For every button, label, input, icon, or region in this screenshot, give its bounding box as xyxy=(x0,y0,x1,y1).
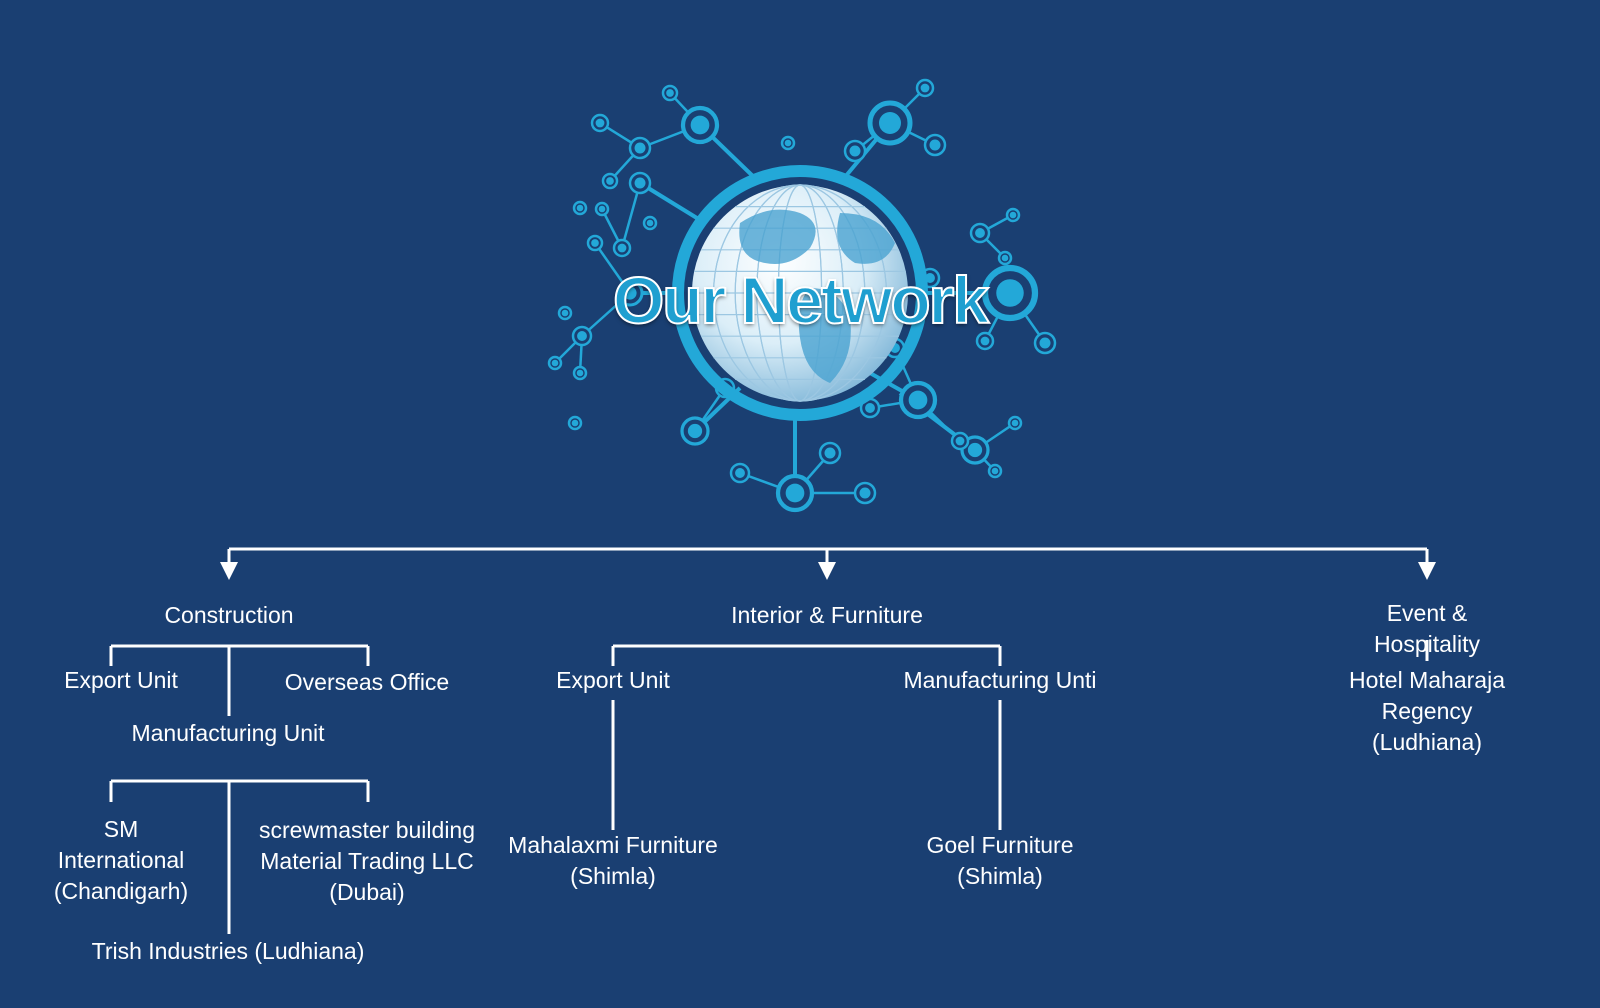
globe-continent xyxy=(837,213,895,264)
network-node-core xyxy=(849,145,861,157)
network-node-core xyxy=(646,219,654,227)
interior-manufacturing-unit: Manufacturing Unti xyxy=(903,667,1097,693)
network-node-core xyxy=(606,177,614,185)
network-node-core xyxy=(1001,254,1009,262)
network-node-core xyxy=(617,243,627,253)
network-node-core xyxy=(1011,419,1019,427)
construction-manufacturing-unit: Manufacturing Unit xyxy=(131,720,325,746)
entity-trish-industries: Trish Industries (Ludhiana) xyxy=(91,938,365,964)
network-node-core xyxy=(879,112,901,134)
globe-continent xyxy=(739,209,816,264)
entity-hotel-maharaja: Hotel Maharaja Regency (Ludhiana) xyxy=(1349,667,1505,755)
network-node-core xyxy=(690,115,710,135)
network-node-core xyxy=(551,359,559,367)
network-node-core xyxy=(561,309,569,317)
globe-continent xyxy=(798,288,851,383)
network-node-core xyxy=(595,118,605,128)
network-node-core xyxy=(785,483,805,503)
globe-meridian xyxy=(712,184,887,402)
network-node-core xyxy=(955,436,965,446)
division-interior-furniture: Interior & Furniture xyxy=(731,602,923,628)
division-event-hospitality: Event & Hospitality xyxy=(1373,600,1481,657)
arrow-head xyxy=(1418,562,1436,580)
globe-ring xyxy=(672,165,928,421)
network-node-core xyxy=(920,83,930,93)
network-node-core xyxy=(687,423,703,439)
arrow-head xyxy=(220,562,238,580)
network-node-core xyxy=(571,419,579,427)
globe-network-icon xyxy=(547,78,1057,513)
entity-goel-furniture: Goel Furniture (Shimla) xyxy=(926,832,1074,889)
network-node-core xyxy=(980,336,990,346)
network-node-core xyxy=(1039,337,1051,349)
arrow-head xyxy=(818,562,836,580)
network-node-core xyxy=(591,239,599,247)
entity-screwmaster: screwmaster building Material Trading LL… xyxy=(258,817,476,905)
network-node-core xyxy=(967,442,983,458)
construction-export-unit: Export Unit xyxy=(64,667,178,693)
entity-mahalaxmi-furniture: Mahalaxmi Furniture (Shimla) xyxy=(508,832,718,889)
network-node-core xyxy=(576,369,584,377)
network-node-core xyxy=(623,286,637,300)
network-node-core xyxy=(991,467,999,475)
network-node-core xyxy=(576,204,584,212)
network-node-core xyxy=(929,139,941,151)
network-node-core xyxy=(975,228,985,238)
network-node-core xyxy=(824,447,836,459)
network-node-core xyxy=(1009,211,1017,219)
entity-sm-international: SM International (Chandigarh) xyxy=(53,816,189,904)
division-construction: Construction xyxy=(164,602,294,628)
diagram-title: Our Network xyxy=(612,262,990,338)
network-node-core xyxy=(865,403,875,413)
network-node-core xyxy=(735,468,745,478)
network-node-core xyxy=(908,390,928,410)
network-node-core xyxy=(996,279,1024,307)
network-node-core xyxy=(859,487,871,499)
network-node-core xyxy=(925,273,935,283)
network-node-core xyxy=(634,177,646,189)
connector-lines xyxy=(109,547,1436,934)
network-node-core xyxy=(634,142,646,154)
network-node-core xyxy=(598,205,606,213)
network-link xyxy=(638,181,707,225)
network-node-core xyxy=(577,331,587,341)
network-node-core xyxy=(784,139,792,147)
interior-export-unit: Export Unit xyxy=(556,667,670,693)
construction-overseas-office: Overseas Office xyxy=(284,669,450,695)
network-node-core xyxy=(666,89,674,97)
